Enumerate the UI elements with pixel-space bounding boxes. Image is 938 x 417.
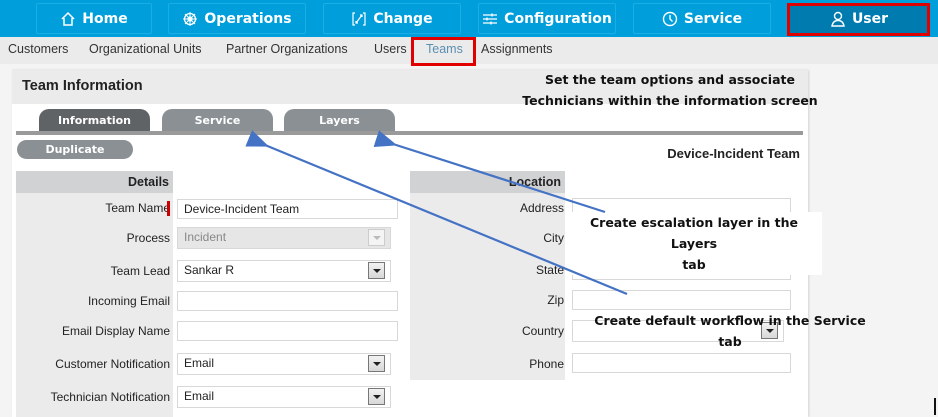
- duplicate-button[interactable]: Duplicate: [17, 140, 133, 159]
- nav-user-button[interactable]: User: [789, 3, 929, 34]
- nav-configuration-button[interactable]: Configuration: [478, 3, 616, 34]
- technician-notification-select[interactable]: Email: [177, 386, 391, 408]
- nav-change-button[interactable]: Change: [323, 3, 461, 34]
- change-icon: [352, 11, 367, 26]
- country-label: Country: [521, 324, 564, 338]
- city-label: City: [543, 231, 564, 245]
- location-heading: Location: [410, 171, 565, 193]
- process-label: Process: [126, 231, 170, 245]
- chevron-down-icon: [368, 262, 385, 279]
- information-callout-line2: Technicians within the information scree…: [522, 93, 818, 108]
- subnav-assignments[interactable]: Assignments: [481, 42, 553, 56]
- zip-label: Zip: [547, 293, 564, 307]
- subnav-users[interactable]: Users: [374, 42, 407, 56]
- tab-layers[interactable]: Layers: [284, 109, 395, 131]
- email-display-name-input[interactable]: [177, 321, 398, 341]
- service-callout-line1: Create default workflow in the Service: [594, 313, 866, 328]
- required-marker: [167, 201, 170, 216]
- team-name-input[interactable]: Device-Incident Team: [177, 199, 398, 219]
- country-select[interactable]: [572, 320, 784, 342]
- nav-operations-label: Operations: [204, 10, 292, 27]
- chevron-down-icon: [761, 322, 778, 339]
- customer-notification-label: Customer Notification: [55, 357, 170, 371]
- tab-divider: [16, 131, 803, 135]
- clock-icon: [662, 11, 678, 26]
- information-callout-line1: Set the team options and associate: [545, 72, 795, 87]
- nav-service-button[interactable]: Service: [633, 3, 771, 34]
- subnav-customers[interactable]: Customers: [8, 42, 69, 56]
- layers-callout-line2: tab: [682, 257, 706, 272]
- service-callout-line2: tab: [718, 334, 742, 349]
- zip-input[interactable]: [572, 290, 791, 310]
- layers-callout: Create escalation layer in the Layers ta…: [566, 212, 822, 275]
- incoming-email-label: Incoming Email: [87, 294, 170, 308]
- top-navigation: Home Operations Change Configuration Ser…: [0, 0, 938, 37]
- team-lead-label: Team Lead: [110, 264, 170, 278]
- home-icon: [61, 11, 75, 26]
- team-lead-select[interactable]: Sankar R: [177, 260, 391, 282]
- nav-operations-button[interactable]: Operations: [168, 3, 306, 34]
- phone-input[interactable]: [572, 353, 791, 373]
- chevron-down-icon: [368, 388, 385, 405]
- process-value: Incident: [184, 230, 227, 244]
- subnav-partner-organizations[interactable]: Partner Organizations: [226, 42, 348, 56]
- tab-information[interactable]: Information: [39, 109, 150, 131]
- user-icon: [831, 11, 845, 27]
- technician-notification-label: Technician Notification: [50, 390, 170, 404]
- subnav-teams[interactable]: Teams: [426, 42, 463, 56]
- process-select[interactable]: Incident: [177, 227, 391, 249]
- nav-user-label: User: [851, 10, 889, 27]
- team-lead-value: Sankar R: [184, 263, 235, 277]
- layers-callout-line1: Create escalation layer in the Layers: [589, 215, 798, 251]
- nav-home-button[interactable]: Home: [36, 3, 152, 34]
- configuration-icon: [483, 13, 498, 24]
- nav-configuration-label: Configuration: [504, 10, 612, 27]
- chevron-down-icon: [368, 355, 385, 372]
- state-label: State: [535, 263, 564, 277]
- email-display-name-label: Email Display Name: [61, 324, 170, 338]
- details-heading: Details: [16, 171, 173, 193]
- phone-label: Phone: [529, 357, 564, 371]
- subnav-organizational-units[interactable]: Organizational Units: [89, 42, 202, 56]
- nav-home-label: Home: [82, 10, 128, 27]
- sub-navigation: Customers Organizational Units Partner O…: [0, 37, 938, 64]
- chevron-down-icon: [368, 229, 385, 246]
- page-title: Team Information: [22, 78, 143, 94]
- operations-icon: [183, 11, 198, 26]
- service-callout: Create default workflow in the Service t…: [594, 310, 866, 352]
- nav-change-label: Change: [373, 10, 433, 27]
- details-section: Details: [16, 171, 173, 417]
- record-name: Device-Incident Team: [667, 146, 800, 161]
- technician-notification-value: Email: [184, 389, 215, 403]
- customer-notification-select[interactable]: Email: [177, 353, 391, 375]
- nav-service-label: Service: [683, 10, 743, 27]
- team-name-label: Team Name: [105, 201, 170, 215]
- text-cursor: [934, 398, 936, 415]
- panel-header: Team Information: [12, 70, 808, 104]
- tab-service[interactable]: Service: [162, 109, 273, 131]
- information-callout: Set the team options and associate Techn…: [520, 69, 820, 111]
- address-label: Address: [519, 201, 564, 215]
- incoming-email-input[interactable]: [177, 291, 398, 311]
- customer-notification-value: Email: [184, 356, 215, 370]
